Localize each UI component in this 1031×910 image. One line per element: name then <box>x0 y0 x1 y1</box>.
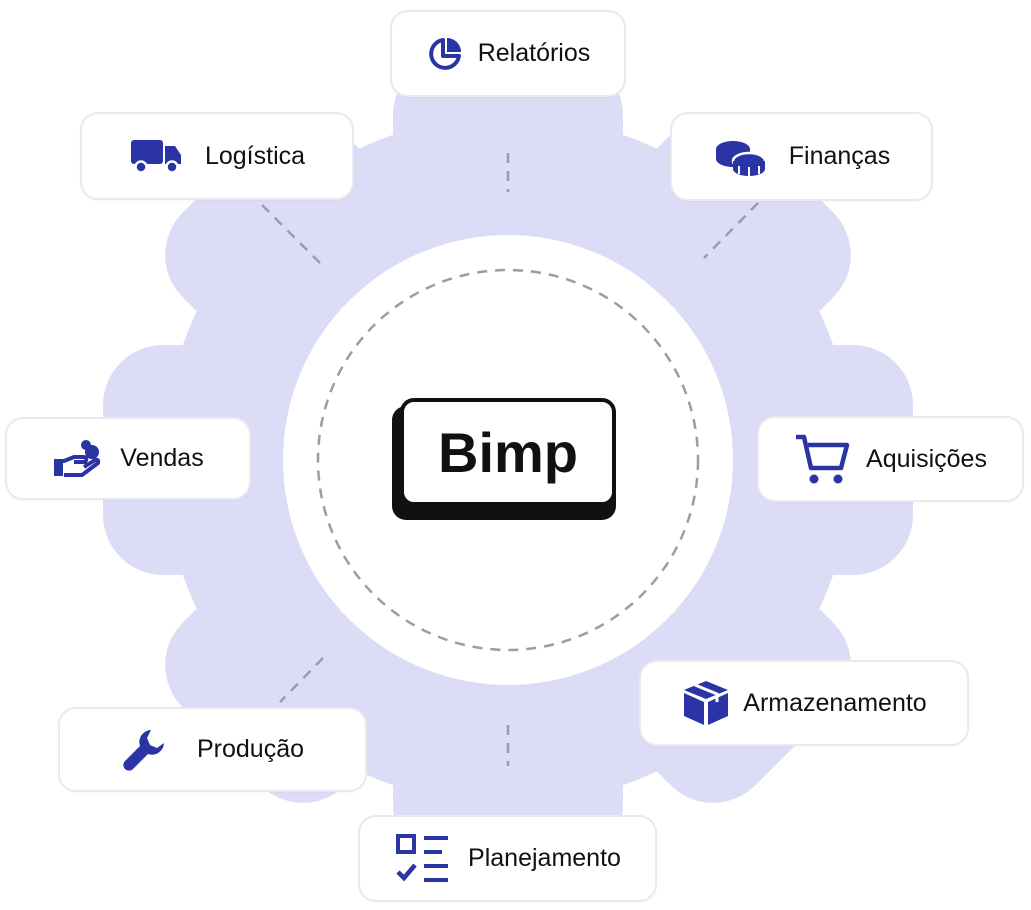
module-producao[interactable]: Produção <box>58 707 367 792</box>
box-icon <box>684 681 729 725</box>
hand-coin-icon <box>54 439 101 477</box>
connector-lines <box>261 153 759 766</box>
logo-text: Bimp <box>400 398 616 506</box>
module-label: Planejamento <box>468 844 621 872</box>
module-planejamento[interactable]: Planejamento <box>358 815 657 902</box>
module-armazenamento[interactable]: Armazenamento <box>639 660 969 746</box>
module-label: Relatórios <box>477 39 591 67</box>
checklist-icon <box>396 833 449 882</box>
pie-chart-icon <box>428 37 461 70</box>
module-aquisicoes[interactable]: Aquisições <box>757 416 1024 502</box>
module-label: Produção <box>196 735 305 763</box>
bimp-logo: Bimp <box>392 398 624 520</box>
coins-icon <box>715 140 767 176</box>
module-label: Armazenamento <box>743 688 927 717</box>
module-vendas[interactable]: Vendas <box>5 417 251 500</box>
module-label: Finanças <box>788 142 891 170</box>
shopping-cart-icon <box>796 434 850 484</box>
dashed-ring <box>316 268 700 652</box>
truck-icon <box>130 140 181 174</box>
module-label: Vendas <box>120 444 204 472</box>
module-logistica[interactable]: Logística <box>80 112 354 200</box>
module-financas[interactable]: Finanças <box>670 112 933 201</box>
module-label: Aquisições <box>866 444 987 473</box>
module-label: Logística <box>204 141 306 170</box>
wrench-icon <box>123 729 164 771</box>
module-relatorios[interactable]: Relatórios <box>390 10 626 97</box>
